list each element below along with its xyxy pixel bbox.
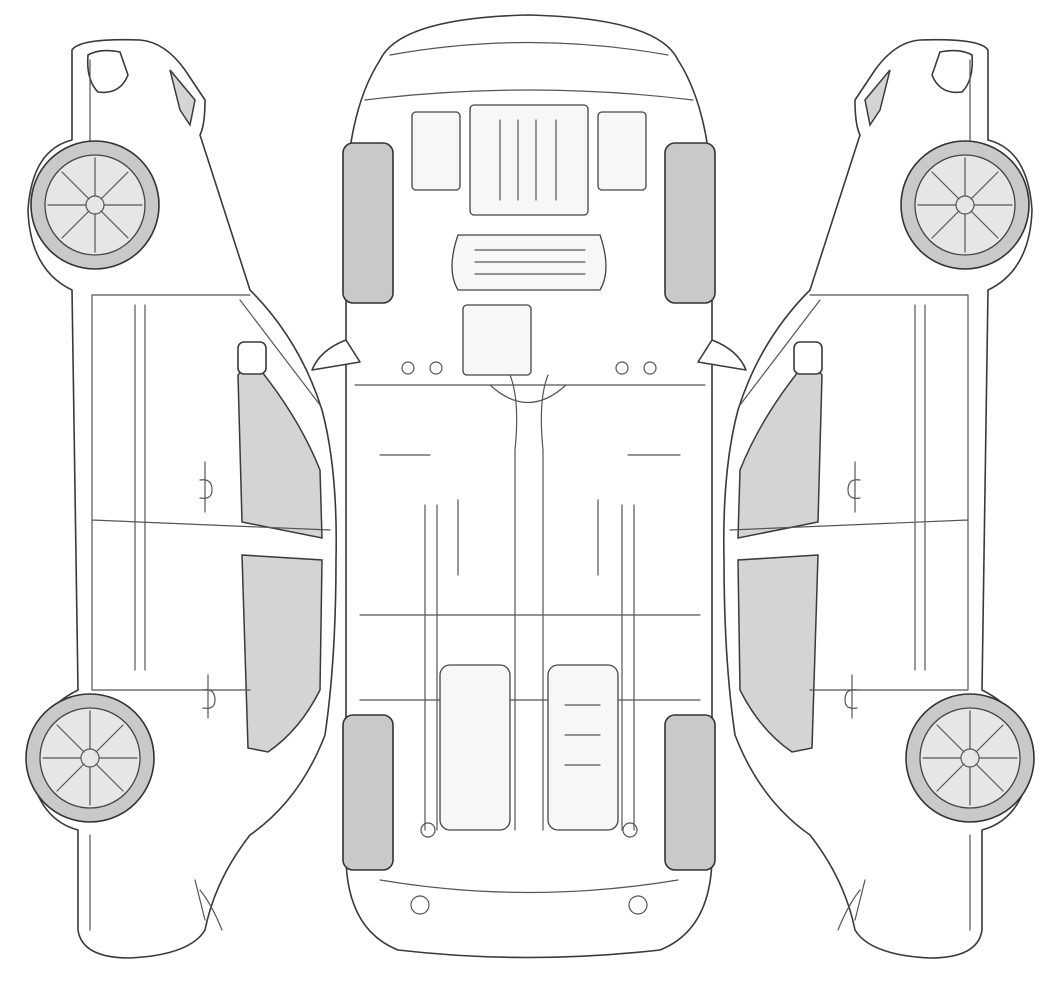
rear-left-tire [342,714,394,871]
underside-view [311,14,747,959]
right-fender-flap [697,339,747,371]
left-fender-flap [311,339,361,371]
differential [462,304,532,376]
driveshaft-tunnel [489,374,567,831]
engine-cover [469,104,589,216]
right-side-view [722,38,1035,959]
front-left-tire [342,142,394,304]
right-muffler [597,111,647,191]
left-muffler [411,111,461,191]
fuel-tank-right [547,664,619,831]
fuel-tank-left [439,664,511,831]
left-side-view [25,38,338,959]
front-right-tire [664,142,716,304]
rear-right-tire [664,714,716,871]
